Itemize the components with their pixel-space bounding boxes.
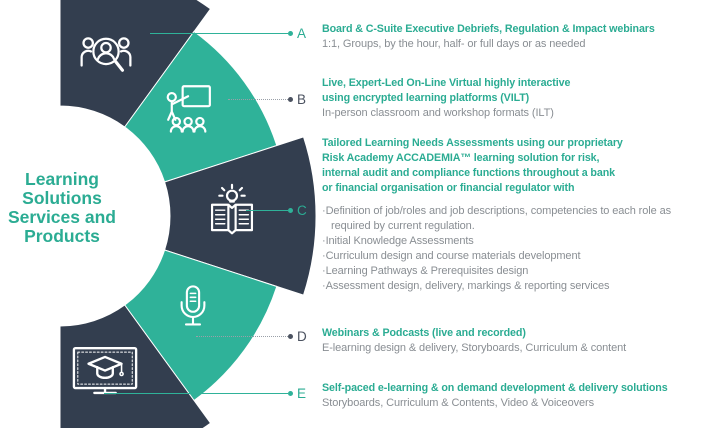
connector-dot-c (288, 208, 293, 213)
knowledge-book-icon (210, 183, 254, 235)
segment-c (163, 136, 317, 296)
segment-a (59, 0, 212, 128)
item-c-bullet: Learning Pathways & Prerequisites design (322, 264, 694, 279)
item-c-heading: internal audit and compliance functions … (322, 167, 615, 179)
label-letter-e: E (297, 386, 307, 401)
people-search-icon (80, 37, 132, 72)
label-letter-d: D (297, 329, 307, 344)
item-d-heading: Webinars & Podcasts (live and recorded) (322, 327, 526, 339)
connector-line-c (246, 210, 288, 211)
item-b-heading: using encrypted learning platforms (VILT… (322, 92, 530, 104)
label-letter-b: B (297, 92, 307, 107)
item-b: Live, Expert-Led On-Line Virtual highly … (322, 76, 702, 121)
title-line: Products (24, 226, 100, 246)
item-e-description: Storyboards, Curriculum & Contents, Vide… (322, 397, 594, 409)
connector-line-e (104, 393, 288, 394)
title-line: Learning (25, 169, 99, 189)
title-line: Solutions (22, 188, 102, 208)
label-letter-c: C (297, 203, 307, 218)
connector-dot-d (288, 334, 293, 339)
item-c-bullet: Curriculum design and course materials d… (322, 249, 694, 264)
diagram-title: Learning Solutions Services and Products (0, 170, 124, 246)
item-c-bullet: Initial Knowledge Assessments (322, 234, 694, 249)
item-d-description: E-learning design & delivery, Storyboard… (322, 342, 627, 354)
item-c-heading: Tailored Learning Needs Assessments usin… (322, 137, 623, 149)
item-c-bullet: Assessment design, delivery, markings & … (322, 279, 694, 294)
item-a-description: 1:1, Groups, by the hour, half- or full … (322, 38, 586, 50)
item-c-bullet-list: Definition of job/roles and job descript… (322, 204, 694, 294)
item-d: Webinars & Podcasts (live and recorded) … (322, 326, 702, 356)
item-c: Tailored Learning Needs Assessments usin… (322, 136, 702, 294)
connector-dot-b (288, 97, 293, 102)
item-a-heading: Board & C-Suite Executive Debriefs, Regu… (322, 23, 655, 35)
connector-dot-a (288, 31, 293, 36)
connector-line-b (228, 99, 288, 100)
item-b-description: In-person classroom and workshop formats… (322, 107, 554, 119)
microphone-icon (180, 285, 206, 326)
connector-line-a (150, 33, 288, 34)
item-c-heading: Risk Academy ACCADEMIA™ learning solutio… (322, 152, 600, 164)
elearning-monitor-icon (72, 347, 138, 395)
item-b-heading: Live, Expert-Led On-Line Virtual highly … (322, 77, 571, 89)
item-e: Self-paced e-learning & on demand develo… (322, 381, 702, 411)
item-e-heading: Self-paced e-learning & on demand develo… (322, 382, 668, 394)
item-c-bullet: Definition of job/roles and job descript… (322, 204, 694, 234)
connector-dot-e (288, 391, 293, 396)
label-letter-a: A (297, 26, 307, 41)
connector-line-d (196, 336, 288, 337)
item-c-heading: or financial organisation or financial r… (322, 182, 575, 194)
classroom-training-icon (166, 85, 211, 133)
item-a: Board & C-Suite Executive Debriefs, Regu… (322, 22, 702, 52)
title-line: Services and (8, 207, 116, 227)
